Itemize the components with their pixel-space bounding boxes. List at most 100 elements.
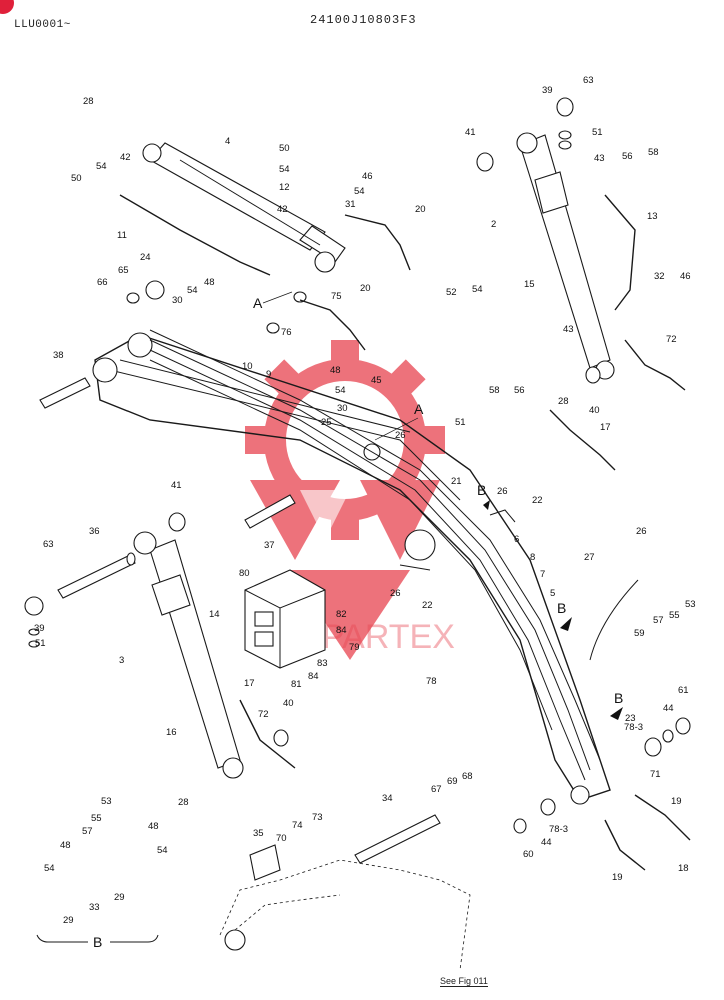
part-number-label: 55 [91, 813, 102, 824]
part-number-label: 61 [678, 685, 689, 696]
part-number-label: 43 [563, 324, 574, 335]
part-number-label: 75 [331, 291, 342, 302]
part-number-label: 14 [209, 609, 220, 620]
part-number-label: 54 [354, 186, 365, 197]
part-number-label: 4 [225, 136, 230, 147]
part-number-label: 53 [685, 599, 696, 610]
part-number-label: 63 [583, 75, 594, 86]
part-number-label: 51 [592, 127, 603, 138]
part-number-label: 3 [119, 655, 124, 666]
part-number-label: 20 [415, 204, 426, 215]
part-number-label: 31 [345, 199, 356, 210]
part-number-label: 60 [523, 849, 534, 860]
part-number-label: 58 [489, 385, 500, 396]
part-number-label: 13 [647, 211, 658, 222]
part-number-label: 78-3 [549, 824, 568, 835]
view-a-label-boom: A [414, 401, 424, 417]
part-number-label: 51 [35, 638, 46, 649]
part-number-label: 39 [34, 623, 45, 634]
part-number-label: 45 [371, 375, 382, 386]
part-number-label: 67 [431, 784, 442, 795]
part-number-label: 23 [625, 713, 636, 724]
view-a-label-left: A [253, 295, 263, 311]
part-number-label: 66 [97, 277, 108, 288]
pins [39, 377, 441, 864]
part-number-label: 41 [171, 480, 182, 491]
part-number-label: 46 [362, 171, 373, 182]
part-number-label: 57 [653, 615, 664, 626]
part-number-label: 54 [335, 385, 346, 396]
part-number-label: 22 [532, 495, 543, 506]
part-number-label: 28 [83, 96, 94, 107]
part-number-label: 34 [382, 793, 393, 804]
footer-reference: See Fig 011 [440, 976, 488, 987]
part-number-label: 72 [666, 334, 677, 345]
part-number-label: 18 [678, 863, 689, 874]
part-number-label: 58 [648, 147, 659, 158]
view-a-callouts: A A B B B [253, 291, 639, 720]
corner-badge [0, 0, 14, 14]
part-number-label: 48 [204, 277, 215, 288]
part-number-label: 16 [166, 727, 177, 738]
watermark-text: PARTEX [322, 618, 455, 656]
part-number-label: 44 [663, 703, 674, 714]
part-number-label: 57 [82, 826, 93, 837]
part-number-label: 35 [253, 828, 264, 839]
part-number-label: 27 [584, 552, 595, 563]
part-number-label: 54 [187, 285, 198, 296]
boom-cylinder [142, 142, 346, 273]
part-number-label: 72 [258, 709, 269, 720]
part-number-label: 53 [101, 796, 112, 807]
detail-b-group: B [36, 934, 159, 950]
part-number-label: 46 [680, 271, 691, 282]
part-number-label: 24 [140, 252, 151, 263]
part-number-label: 26 [395, 430, 406, 441]
part-number-label: 54 [157, 845, 168, 856]
part-number-label: 2 [491, 219, 496, 230]
part-number-label: 54 [44, 863, 55, 874]
part-number-label: 82 [336, 609, 347, 620]
part-number-label: 69 [447, 776, 458, 787]
part-number-label: 19 [612, 872, 623, 883]
drawing-number: 24100J10803F3 [310, 13, 417, 27]
part-number-label: 70 [276, 833, 287, 844]
part-number-label: 29 [63, 915, 74, 926]
part-number-label: 10 [242, 361, 253, 372]
part-number-label: 8 [530, 552, 535, 563]
part-number-label: 74 [292, 820, 303, 831]
part-number-label: 54 [96, 161, 107, 172]
part-number-label: 50 [279, 143, 290, 154]
part-number-label: 11 [117, 230, 127, 241]
part-number-label: 15 [524, 279, 535, 290]
part-number-label: 41 [465, 127, 476, 138]
part-number-label: 78-3 [624, 722, 643, 733]
part-number-label: 26 [497, 486, 508, 497]
part-number-label: 38 [53, 350, 64, 361]
part-number-label: 37 [264, 540, 275, 551]
part-number-label: 44 [541, 837, 552, 848]
part-number-label: 48 [148, 821, 159, 832]
part-number-label: 43 [594, 153, 605, 164]
part-number-label: 80 [239, 568, 250, 579]
part-number-label: 42 [120, 152, 131, 163]
part-number-label: 17 [244, 678, 255, 689]
part-number-label: 81 [291, 679, 302, 690]
part-number-label: 42 [277, 204, 288, 215]
part-number-label: 40 [283, 698, 294, 709]
part-number-label: 78 [426, 676, 437, 687]
part-number-label: 28 [558, 396, 569, 407]
part-number-label: 17 [600, 422, 611, 433]
part-number-label: 68 [462, 771, 473, 782]
part-number-label: 56 [622, 151, 633, 162]
part-number-label: 48 [60, 840, 71, 851]
part-number-label: 84 [336, 625, 347, 636]
part-number-label: 71 [650, 769, 661, 780]
part-number-label: 26 [636, 526, 647, 537]
part-number-label: 22 [422, 600, 433, 611]
part-number-label: 26 [390, 588, 401, 599]
part-number-label: 56 [514, 385, 525, 396]
part-number-label: 79 [349, 642, 360, 653]
part-number-label: 30 [337, 403, 348, 414]
